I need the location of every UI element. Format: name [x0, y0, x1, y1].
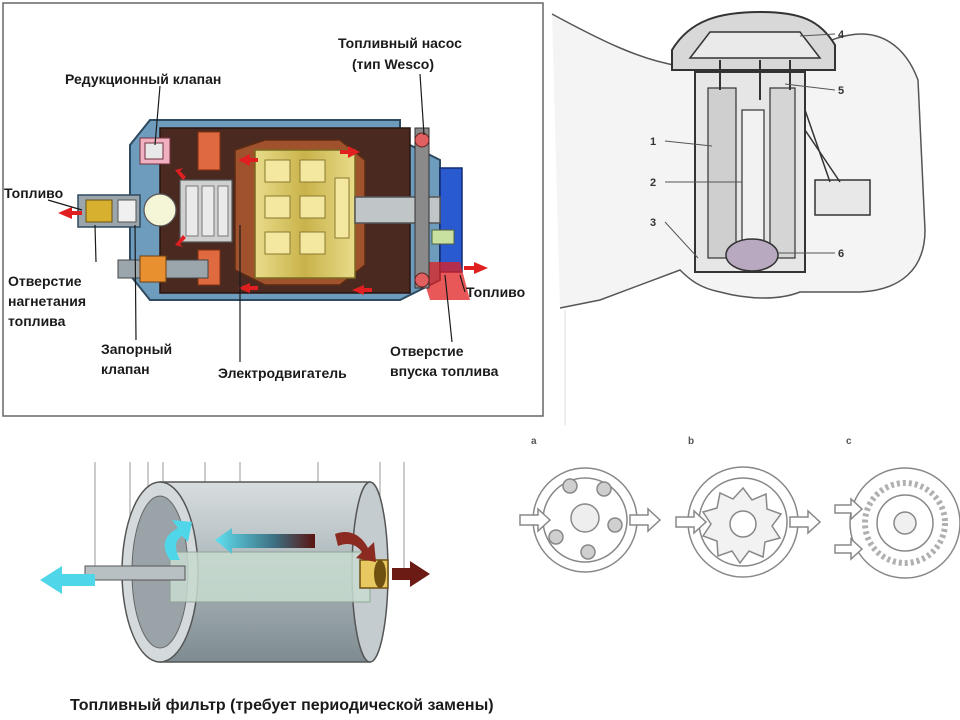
fuel-flow-arrows: [58, 146, 488, 295]
pump-type-c: [834, 467, 960, 579]
label-fuel-pump-type: (тип Wesco): [352, 56, 434, 72]
outlet-pipe: [84, 565, 186, 581]
callout-1: 1: [650, 136, 656, 148]
caption-a: a: [531, 436, 537, 447]
inlet-fitting: [359, 559, 389, 589]
tank-pump-diagram: 1 2 3 4 5 6: [551, 10, 926, 425]
callout-5: 5: [838, 85, 844, 97]
pump-type-b: [675, 466, 822, 578]
label-check-valve-2: клапан: [101, 361, 150, 377]
label-motor: Электродвигатель: [218, 365, 347, 381]
callout-4: 4: [838, 29, 845, 41]
caption-b: b: [688, 436, 694, 447]
fuel-filter-diagram: Топливный фильтр (требует периодической …: [40, 462, 494, 714]
flow-arrow-out: [58, 207, 82, 219]
label-check-valve-1: Запорный: [101, 341, 172, 357]
contact-terminal: [431, 229, 455, 245]
label-fuel-out: Топливо: [4, 185, 63, 201]
pump-chamber: [414, 127, 430, 289]
pump-leader-lines: [47, 73, 466, 362]
electrical-connector: [814, 179, 871, 216]
tank-leader-lines: [664, 33, 836, 259]
motor-rotor: [234, 139, 366, 286]
callout-3: 3: [650, 217, 656, 229]
caption-c: c: [846, 436, 852, 447]
pump-impeller: [179, 179, 233, 243]
inlet-arrow: [392, 561, 430, 587]
label-fuel-in: Топливо: [466, 284, 525, 300]
callout-6: 6: [838, 248, 844, 260]
label-discharge-2: нагнетания: [8, 293, 86, 309]
fuel-pump-diagram: Редукционный клапан Топливный насос (тип…: [2, 2, 544, 417]
inlet-curve-arrow: [335, 531, 376, 562]
label-discharge-3: топлива: [8, 313, 66, 329]
end-cap: [439, 167, 463, 273]
filter-element: [169, 551, 371, 603]
label-reducing-valve: Редукционный клапан: [65, 71, 221, 87]
label-inlet-1: Отверстие: [390, 343, 464, 359]
inner-flow-arrow: [215, 528, 315, 554]
pump-canister: [694, 60, 806, 273]
flow-arrow-in: [464, 262, 488, 274]
mounting-bolt: [117, 255, 209, 283]
callout-2: 2: [650, 177, 656, 189]
pump-types-diagram: a b c: [519, 436, 960, 579]
label-discharge-1: Отверстие: [8, 273, 82, 289]
discharge-nozzle: [77, 193, 177, 228]
filter-caption: Топливный фильтр (требует периодической …: [70, 697, 494, 714]
label-fuel-pump: Топливный насос: [338, 35, 462, 51]
strainer: [725, 238, 779, 272]
label-inlet-2: впуска топлива: [390, 363, 499, 379]
brush-top: [197, 131, 221, 171]
pump-type-a: [519, 467, 662, 573]
outlet-arrow: [40, 566, 95, 594]
return-flow-arrow: [164, 520, 192, 560]
